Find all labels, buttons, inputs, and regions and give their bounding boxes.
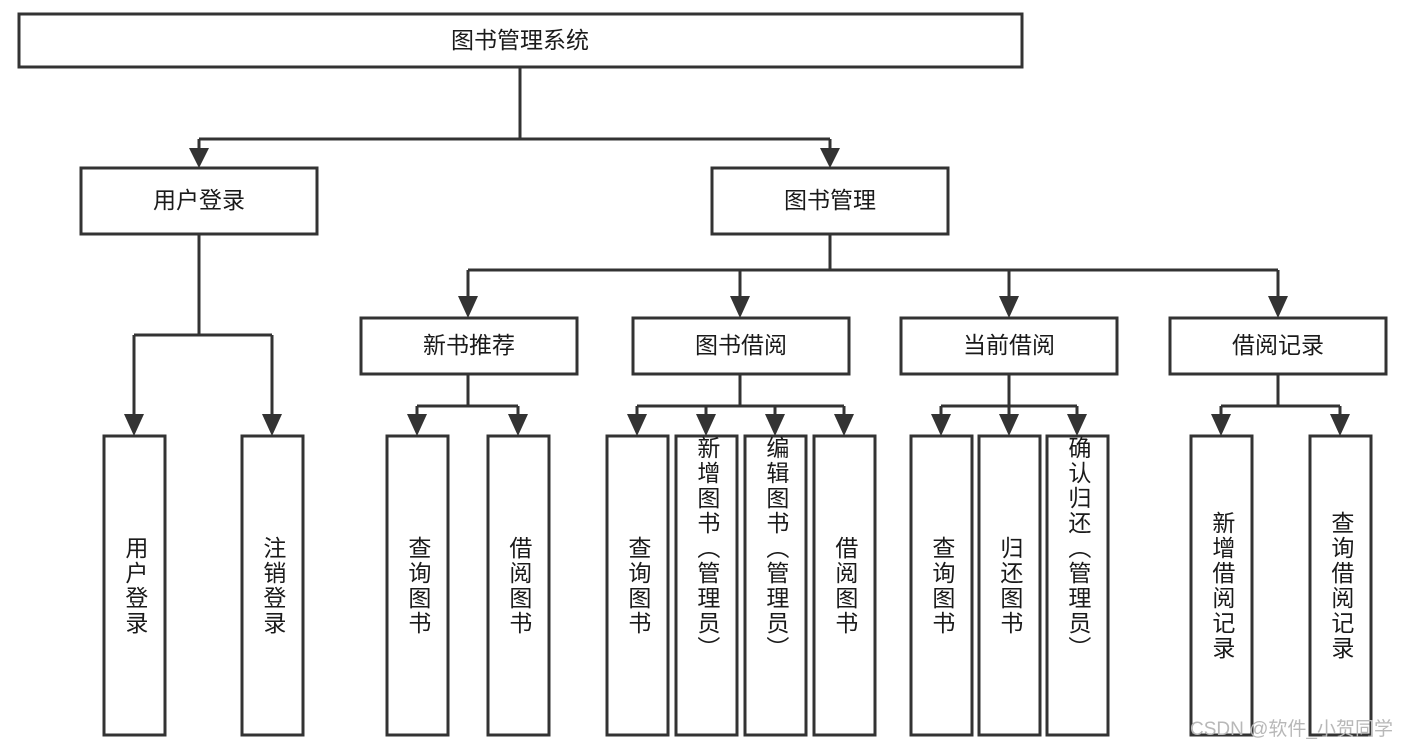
node-root-box[interactable]: [17, 12, 1024, 69]
connector-group-user-login: [124, 234, 282, 436]
leaf-box-logout-login[interactable]: [240, 434, 305, 737]
node-borrow-record[interactable]: 借阅记录: [1168, 316, 1388, 376]
arrow-head-leaf-edit-book: [765, 414, 785, 436]
node-book-management[interactable]: 图书管理: [710, 166, 950, 236]
node-current-borrow-label: 当前借阅: [963, 332, 1055, 358]
leaf-box-edit-book[interactable]: [743, 434, 808, 737]
node-new-book-recommend-box[interactable]: [359, 316, 579, 376]
arrow-head-borrow-record: [1268, 296, 1288, 318]
leaf-box-add-borrow-record[interactable]: [1189, 434, 1254, 737]
node-book-management-box[interactable]: [710, 166, 950, 236]
arrow-head-leaf-query-book-3: [931, 414, 951, 436]
node-book-borrow-label: 图书借阅: [695, 332, 787, 358]
node-new-book-recommend[interactable]: 新书推荐: [359, 316, 579, 376]
node-book-management-label: 图书管理: [784, 187, 876, 213]
arrow-head-new-book-recommend: [458, 296, 478, 318]
node-current-borrow-box[interactable]: [899, 316, 1119, 376]
connector-group-book-borrow: [627, 374, 854, 436]
leaf-boxes: [102, 434, 1373, 737]
leaf-box-borrow-book-2[interactable]: [812, 434, 877, 737]
connector-group-current-borrow: [931, 374, 1087, 436]
leaf-box-query-book-3[interactable]: [909, 434, 974, 737]
leaf-box-borrow-book-1[interactable]: [486, 434, 551, 737]
node-root[interactable]: 图书管理系统: [17, 12, 1024, 69]
arrow-head-book-borrow: [730, 296, 750, 318]
node-new-book-recommend-label: 新书推荐: [423, 332, 515, 358]
arrow-head-user-login: [189, 148, 209, 168]
connector-group-root: [189, 67, 840, 168]
arrow-head-leaf-borrow-book-2: [834, 414, 854, 436]
node-book-borrow-box[interactable]: [631, 316, 851, 376]
leaf-box-add-book[interactable]: [674, 434, 739, 737]
arrow-head-leaf-user-login: [124, 414, 144, 436]
leaf-box-query-book-2[interactable]: [605, 434, 670, 737]
arrow-head-leaf-borrow-book-1: [508, 414, 528, 436]
arrow-head-leaf-confirm-return: [1067, 414, 1087, 436]
connector-group-new-book-recommend: [407, 374, 528, 436]
arrow-head-leaf-add-book: [696, 414, 716, 436]
arrow-head-leaf-return-book: [999, 414, 1019, 436]
node-borrow-record-label: 借阅记录: [1232, 332, 1324, 358]
leaf-box-return-book[interactable]: [977, 434, 1042, 737]
arrow-head-leaf-logout-login: [262, 414, 282, 436]
node-borrow-record-box[interactable]: [1168, 316, 1388, 376]
arrow-head-leaf-query-book-1: [407, 414, 427, 436]
arrow-head-leaf-query-borrow-record: [1330, 414, 1350, 436]
leaf-box-query-book-1[interactable]: [385, 434, 450, 737]
arrow-head-current-borrow: [999, 296, 1019, 318]
arrow-head-leaf-query-book-2: [627, 414, 647, 436]
arrow-head-book-management: [820, 148, 840, 168]
connector-group-book-management: [458, 234, 1288, 318]
arrow-head-leaf-add-borrow-record: [1211, 414, 1231, 436]
node-user-login[interactable]: 用户登录: [79, 166, 319, 236]
node-user-login-box[interactable]: [79, 166, 319, 236]
leaf-box-query-borrow-record[interactable]: [1308, 434, 1373, 737]
leaf-box-user-login[interactable]: [102, 434, 167, 737]
connector-group-borrow-record: [1211, 374, 1350, 436]
node-root-label: 图书管理系统: [451, 27, 589, 53]
node-book-borrow[interactable]: 图书借阅: [631, 316, 851, 376]
node-current-borrow[interactable]: 当前借阅: [899, 316, 1119, 376]
leaf-box-confirm-return[interactable]: [1045, 434, 1110, 737]
node-user-login-label: 用户登录: [153, 187, 245, 213]
